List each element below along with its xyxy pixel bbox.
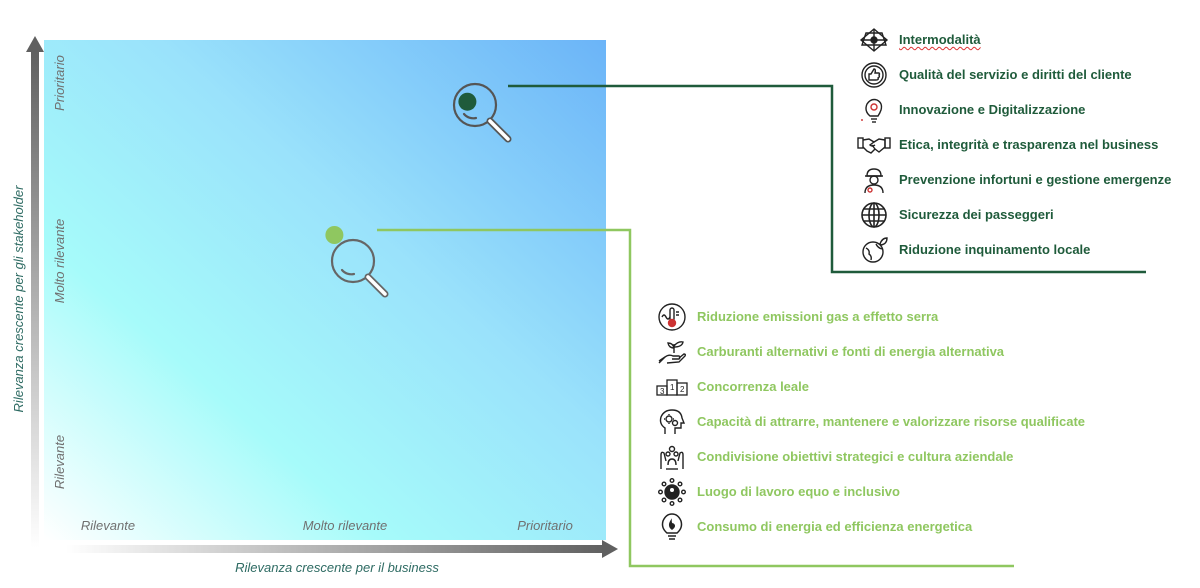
topic-label: Intermodalità (899, 32, 981, 47)
list-item: Riduzione emissioni gas a effetto serra (655, 299, 1085, 334)
plot-area (44, 40, 606, 540)
y-tick-label: Prioritario (52, 55, 67, 111)
y-axis-arrowhead (26, 36, 44, 52)
topic-label: Concorrenza leale (697, 379, 809, 394)
y-tick-label: Molto rilevante (52, 219, 67, 304)
magnifier-icon (330, 238, 389, 298)
connector-line-very-relevant (377, 228, 1014, 568)
lightbulb-gear-icon (857, 95, 891, 125)
topic-label: Consumo di energia ed efficienza energet… (697, 519, 973, 534)
topic-label: Carburanti alternativi e fonti di energi… (697, 344, 1005, 359)
globe-icon (857, 200, 891, 230)
list-item: Intermodalità (857, 22, 1171, 57)
list-item: Capacità di attrarre, mantenere e valori… (655, 404, 1085, 439)
list-item: Condivisione obiettivi strategici e cult… (655, 439, 1085, 474)
list-item: Sicurezza dei passeggeri (857, 197, 1171, 232)
y-tick-label: Rilevante (52, 435, 67, 489)
y-axis-shaft (31, 50, 39, 548)
svg-text:1: 1 (670, 383, 675, 392)
x-axis-arrowhead (602, 540, 618, 558)
svg-text:2: 2 (680, 385, 685, 394)
connector-line-priority (508, 84, 1146, 274)
head-gears-icon (655, 407, 689, 437)
x-tick-label: Prioritario (517, 518, 573, 533)
thumbs-up-icon (857, 60, 891, 90)
topic-label: Qualità del servizio e diritti del clien… (899, 67, 1132, 82)
list-priority-topics: Intermodalità Qualità del servizio e dir… (857, 22, 1171, 267)
network-icon (857, 25, 891, 55)
topic-label: Condivisione obiettivi strategici e cult… (697, 449, 1014, 464)
topic-label: Riduzione inquinamento locale (899, 242, 1091, 257)
list-item: Carburanti alternativi e fonti di energi… (655, 334, 1085, 369)
topic-label: Luogo di lavoro equo e inclusivo (697, 484, 900, 499)
list-item: Consumo di energia ed efficienza energet… (655, 509, 1085, 544)
data-point-1 (325, 226, 344, 244)
topic-label: Prevenzione infortuni e gestione emergen… (899, 172, 1172, 187)
hand-plant-icon (655, 337, 689, 367)
people-circle-icon (655, 477, 689, 507)
y-axis-title: Rilevanza crescente per gli stakeholder (11, 185, 26, 413)
topic-label: Etica, integrità e trasparenza nel busin… (899, 137, 1159, 152)
topic-label: Sicurezza dei passeggeri (899, 207, 1054, 222)
list-item: Luogo di lavoro equo e inclusivo (655, 474, 1085, 509)
x-axis-shaft (66, 545, 606, 553)
topic-label: Capacità di attrarre, mantenere e valori… (697, 414, 1086, 429)
topic-label: Riduzione emissioni gas a effetto serra (697, 309, 939, 324)
x-tick-label: Molto rilevante (303, 518, 388, 533)
list-item: Riduzione inquinamento locale (857, 232, 1171, 267)
thermometer-icon (655, 302, 689, 332)
magnifier-icon (452, 82, 512, 143)
x-axis-title: Rilevanza crescente per il business (235, 560, 439, 575)
bulb-flame-icon (655, 512, 689, 542)
handshake-icon (857, 130, 891, 160)
list-item: Innovazione e Digitalizzazione (857, 92, 1171, 127)
data-point-0 (458, 92, 477, 111)
hands-people-icon (655, 442, 689, 472)
x-tick-label: Rilevante (81, 518, 135, 533)
list-very-relevant-topics: Riduzione emissioni gas a effetto serra … (655, 299, 1085, 544)
topic-label: Innovazione e Digitalizzazione (899, 102, 1086, 117)
svg-text:3: 3 (660, 387, 665, 396)
earth-leaf-icon (857, 235, 891, 265)
worker-helmet-icon (857, 165, 891, 195)
list-item: Qualità del servizio e diritti del clien… (857, 57, 1171, 92)
list-item: Etica, integrità e trasparenza nel busin… (857, 127, 1171, 162)
list-item: Prevenzione infortuni e gestione emergen… (857, 162, 1171, 197)
